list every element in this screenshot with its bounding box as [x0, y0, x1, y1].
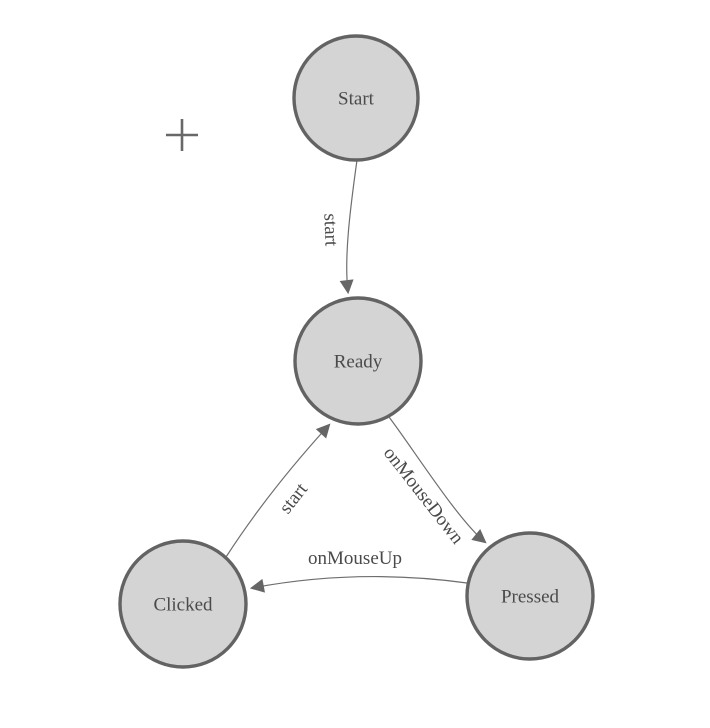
edge-clicked-to-ready[interactable] — [225, 423, 331, 558]
node-start[interactable]: Start — [292, 34, 420, 162]
edge-label-onmousedown[interactable]: onMouseDown — [379, 443, 468, 549]
node-pressed[interactable]: Pressed — [465, 531, 595, 661]
edge-label-onmouseup[interactable]: onMouseUp — [308, 548, 402, 569]
edge-pressed-to-clicked[interactable] — [249, 576, 468, 593]
node-pressed-label: Pressed — [501, 587, 560, 608]
node-clicked-label: Clicked — [153, 595, 213, 616]
node-ready[interactable]: Ready — [293, 296, 423, 426]
edge-label-start-left[interactable]: start — [275, 479, 312, 518]
node-start-label: Start — [338, 89, 375, 110]
edge-start-to-ready[interactable] — [339, 159, 358, 295]
edge-label-start-top[interactable]: start — [319, 213, 341, 247]
node-clicked[interactable]: Clicked — [118, 539, 248, 669]
edge-ready-to-pressed[interactable] — [388, 416, 487, 544]
edges-layer — [225, 159, 487, 593]
crosshair-cursor-icon — [166, 119, 198, 151]
node-ready-label: Ready — [334, 352, 383, 373]
